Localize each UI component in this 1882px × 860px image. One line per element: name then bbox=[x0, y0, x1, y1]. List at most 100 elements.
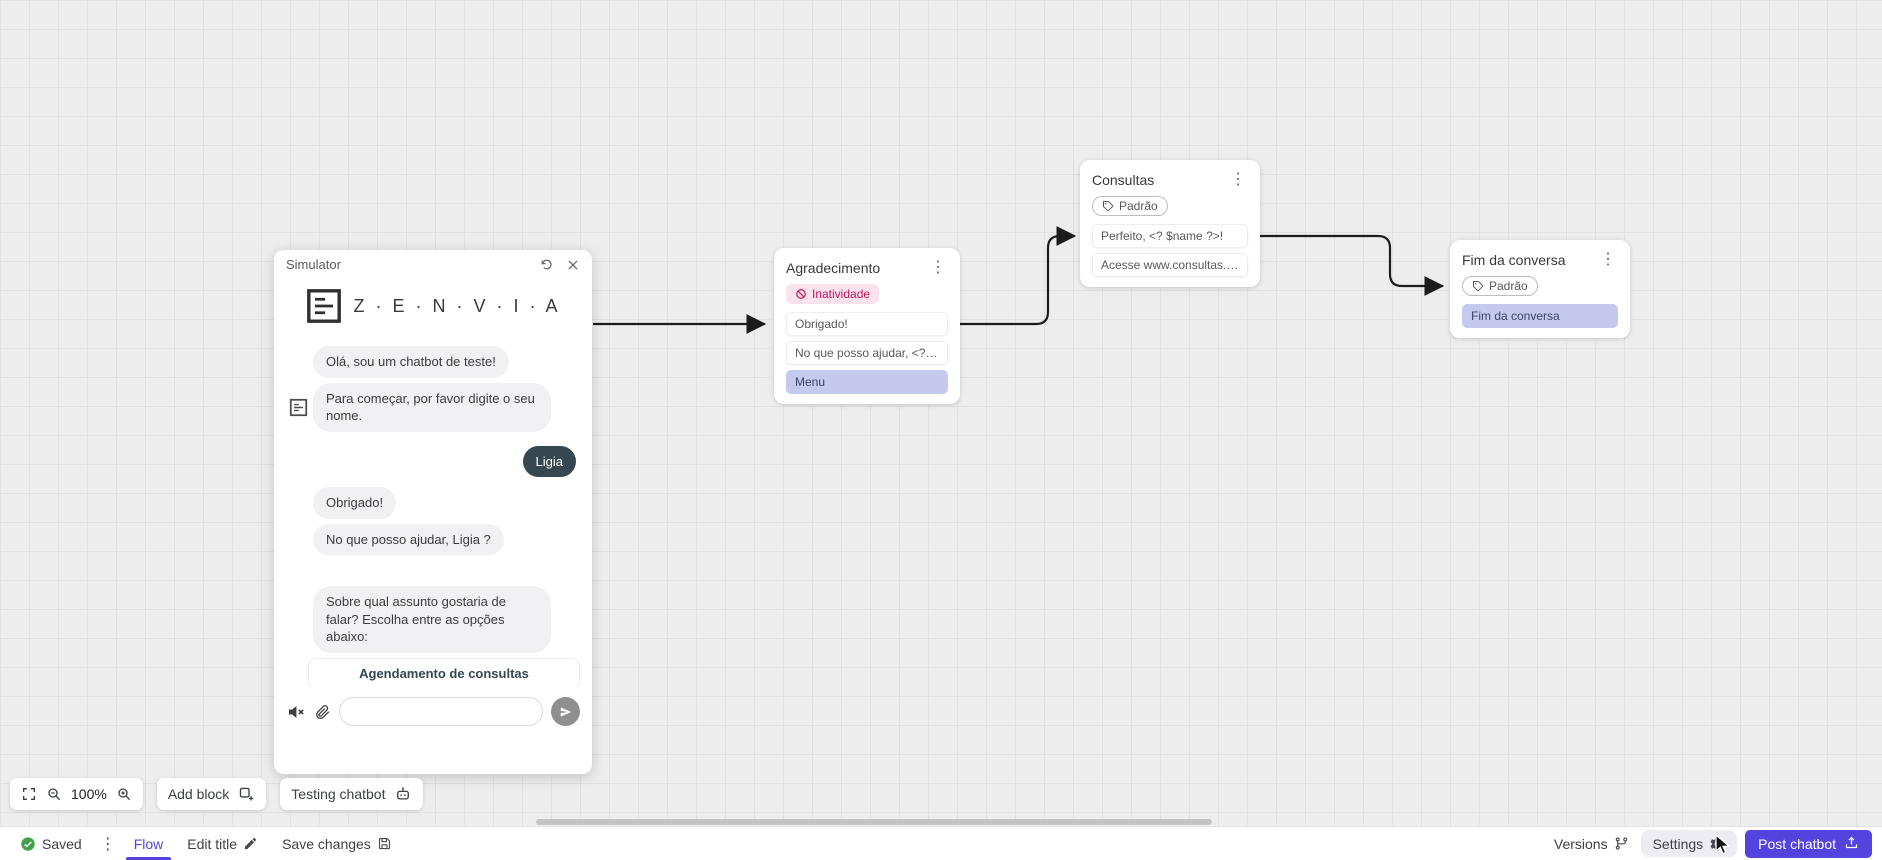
robot-icon bbox=[394, 785, 412, 803]
save-status: Saved bbox=[8, 827, 94, 860]
simulator-panel: Simulator Z · E · N · V · I · A Olá, sou… bbox=[274, 250, 592, 774]
zoom-controls: 100% bbox=[10, 778, 143, 810]
bot-message-bubble: Obrigado! bbox=[313, 487, 397, 519]
node-rows: Obrigado! No que posso ajudar, <? $name … bbox=[786, 312, 948, 394]
save-status-label: Saved bbox=[42, 835, 82, 852]
zoom-out-icon[interactable] bbox=[46, 786, 62, 802]
node-rows: Fim da conversa bbox=[1462, 304, 1618, 328]
chat-message-row: Obrigado! bbox=[288, 487, 578, 519]
bot-message-bubble: No que posso ajudar, Ligia ? bbox=[313, 523, 504, 556]
tab-flow-label: Flow bbox=[133, 835, 164, 852]
node-title: Consultas bbox=[1092, 172, 1155, 188]
testing-chatbot-label: Testing chatbot bbox=[291, 786, 386, 802]
simulator-header: Simulator bbox=[274, 250, 592, 276]
settings-label: Settings bbox=[1652, 835, 1704, 852]
save-icon bbox=[377, 836, 392, 851]
bot-message-bubble: Olá, sou um chatbot de teste! bbox=[313, 346, 509, 378]
save-changes-label: Save changes bbox=[282, 835, 371, 852]
node-row-message[interactable]: Obrigado! bbox=[786, 312, 948, 336]
simulator-title: Simulator bbox=[286, 257, 341, 272]
chat-input-bar bbox=[274, 687, 592, 726]
node-consultas[interactable]: Consultas ⋮ Padrão Perfeito, <? $name ?>… bbox=[1080, 160, 1260, 287]
close-icon[interactable] bbox=[566, 258, 580, 272]
fullscreen-icon[interactable] bbox=[21, 786, 37, 802]
zenvia-brand-text: Z · E · N · V · I · A bbox=[353, 295, 561, 316]
chat-message-row: Para começar, por favor digite o seu nom… bbox=[288, 382, 578, 432]
node-menu-icon[interactable]: ⋮ bbox=[1600, 251, 1616, 268]
add-block-icon bbox=[238, 786, 255, 803]
zoom-in-icon[interactable] bbox=[116, 786, 132, 802]
zenvia-logo: Z · E · N · V · I · A bbox=[274, 276, 592, 340]
node-header: Fim da conversa ⋮ bbox=[1462, 250, 1618, 270]
send-button[interactable] bbox=[551, 697, 580, 726]
inactivity-badge: Inatividade bbox=[786, 284, 880, 304]
edit-title-label: Edit title bbox=[187, 835, 238, 852]
versions-button[interactable]: Versions bbox=[1542, 827, 1641, 860]
node-row-menu[interactable]: Menu bbox=[786, 370, 948, 394]
settings-button[interactable]: Settings bbox=[1640, 830, 1738, 857]
chat-gap bbox=[288, 560, 578, 586]
publish-icon bbox=[1844, 835, 1859, 853]
node-agradecimento[interactable]: Agradecimento ⋮ Inatividade Obrigado! No… bbox=[774, 248, 960, 404]
bot-message-bubble: Para começar, por favor digite o seu nom… bbox=[313, 382, 551, 432]
simulator-footer bbox=[274, 726, 592, 774]
node-title: Agradecimento bbox=[786, 260, 881, 276]
chat-message-row: Olá, sou um chatbot de teste! bbox=[288, 346, 578, 378]
flow-canvas[interactable]: Agradecimento ⋮ Inatividade Obrigado! No… bbox=[0, 0, 1882, 826]
chat-option-agendamento[interactable]: Agendamento de consultas bbox=[308, 657, 580, 687]
inactivity-badge-label: Inatividade bbox=[812, 287, 871, 301]
more-options-button[interactable]: ⋮ bbox=[99, 835, 116, 853]
bottom-bar-left: Saved ⋮ Flow Edit title Save changes bbox=[0, 827, 404, 860]
chat-message-row: Sobre qual assunto gostaria de falar? Es… bbox=[288, 586, 578, 653]
branch-icon bbox=[1614, 836, 1629, 851]
gear-icon bbox=[1709, 836, 1725, 852]
node-row-message[interactable]: Perfeito, <? $name ?>! bbox=[1092, 224, 1248, 248]
chat-message-row: No que posso ajudar, Ligia ? bbox=[288, 523, 578, 556]
horizontal-scrollbar[interactable] bbox=[536, 819, 1212, 825]
node-rows: Perfeito, <? $name ?>! Acesse www.consul… bbox=[1092, 224, 1248, 277]
default-badge-label: Padrão bbox=[1119, 199, 1158, 213]
post-chatbot-label: Post chatbot bbox=[1758, 835, 1836, 852]
versions-label: Versions bbox=[1553, 835, 1608, 852]
node-header: Consultas ⋮ bbox=[1092, 170, 1248, 190]
chat-area: Olá, sou um chatbot de teste! Para começ… bbox=[274, 340, 592, 687]
mute-icon[interactable] bbox=[286, 702, 306, 722]
default-badge: Padrão bbox=[1092, 196, 1168, 216]
canvas-toolbar: 100% Add block Testing chatbot bbox=[10, 778, 424, 810]
bot-message-bubble: Sobre qual assunto gostaria de falar? Es… bbox=[313, 586, 551, 653]
pencil-icon bbox=[243, 836, 258, 851]
tag-icon bbox=[1472, 280, 1484, 292]
testing-chatbot-button[interactable]: Testing chatbot bbox=[280, 778, 424, 810]
node-menu-icon[interactable]: ⋮ bbox=[930, 259, 946, 276]
node-row-message[interactable]: Acesse www.consultas.com par... bbox=[1092, 253, 1248, 277]
edit-title-button[interactable]: Edit title bbox=[175, 827, 270, 860]
default-badge: Padrão bbox=[1462, 276, 1538, 296]
bottom-bar: Saved ⋮ Flow Edit title Save changes Ver… bbox=[0, 826, 1882, 860]
default-badge-label: Padrão bbox=[1489, 279, 1528, 293]
avatar-col bbox=[288, 398, 308, 417]
bot-avatar-icon bbox=[289, 398, 308, 417]
node-header: Agradecimento ⋮ bbox=[786, 258, 948, 278]
check-circle-icon bbox=[20, 836, 36, 852]
add-block-button[interactable]: Add block bbox=[156, 778, 267, 810]
restart-icon[interactable] bbox=[539, 257, 554, 272]
node-fim-da-conversa[interactable]: Fim da conversa ⋮ Padrão Fim da conversa bbox=[1450, 240, 1630, 338]
attach-icon[interactable] bbox=[314, 703, 331, 720]
chat-message-row: Ligia bbox=[288, 445, 576, 478]
inactivity-icon bbox=[795, 288, 807, 300]
node-title: Fim da conversa bbox=[1462, 252, 1566, 268]
bottom-bar-right: Versions Settings Post chatbot bbox=[1542, 827, 1882, 860]
save-changes-button[interactable]: Save changes bbox=[270, 827, 404, 860]
tag-icon bbox=[1102, 200, 1114, 212]
node-row-end[interactable]: Fim da conversa bbox=[1462, 304, 1618, 328]
chat-options-list: Agendamento de consultas Orçamentos Supo… bbox=[308, 657, 580, 687]
node-row-message[interactable]: No que posso ajudar, <? $name ... bbox=[786, 341, 948, 365]
zoom-level: 100% bbox=[71, 786, 107, 802]
user-message-bubble: Ligia bbox=[522, 445, 576, 478]
post-chatbot-button[interactable]: Post chatbot bbox=[1745, 829, 1872, 858]
tab-flow[interactable]: Flow bbox=[122, 827, 176, 860]
add-block-label: Add block bbox=[167, 786, 230, 802]
chat-input[interactable] bbox=[339, 697, 543, 726]
node-menu-icon[interactable]: ⋮ bbox=[1230, 171, 1246, 188]
zenvia-logo-icon bbox=[306, 288, 342, 324]
